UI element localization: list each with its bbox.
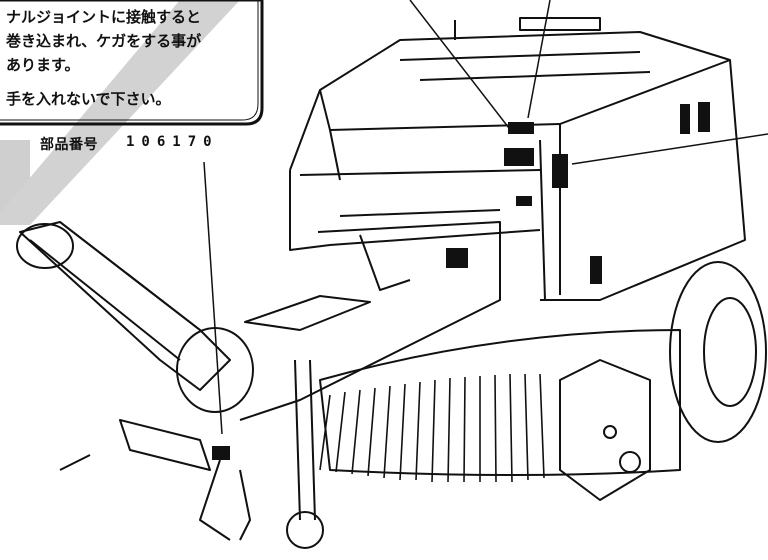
part-number-label: 部品番号 xyxy=(40,137,98,153)
warning-text-line-2: 巻き込まれ、ケガをする事が xyxy=(6,32,202,50)
warning-text-line-4: 手を入れないで下さい。 xyxy=(6,90,171,108)
leader-line xyxy=(571,133,768,165)
warning-stripe-diagonal xyxy=(0,0,240,225)
leader-line xyxy=(203,161,223,435)
warning-text-line-1: ナルジョイントに接触すると xyxy=(6,8,202,26)
leader-line xyxy=(527,0,551,119)
warning-label-frame xyxy=(0,0,264,126)
part-number-value: 106170 xyxy=(126,134,219,150)
leader-line xyxy=(409,0,513,133)
warning-text-line-3: あります。 xyxy=(6,56,80,74)
pickup-tines xyxy=(319,373,545,483)
baler-body xyxy=(16,17,767,549)
decal-markers xyxy=(212,102,710,460)
